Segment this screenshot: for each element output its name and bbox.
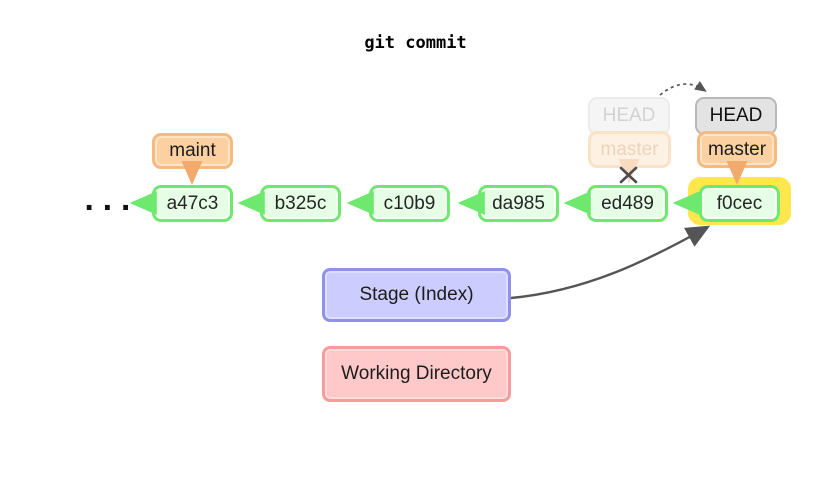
commit-node-b325c: b325c bbox=[260, 185, 341, 222]
head-ref: HEAD bbox=[695, 97, 777, 135]
commit-node-f0cec: f0cec bbox=[699, 185, 780, 222]
working-directory-panel: Working Directory bbox=[322, 346, 511, 402]
commit-node-a47c3: a47c3 bbox=[152, 185, 233, 222]
master-ref: master bbox=[697, 131, 777, 168]
head-ref-previous: HEAD bbox=[588, 97, 670, 135]
commit-node-da985: da985 bbox=[478, 185, 559, 222]
detached-cross-icon bbox=[619, 166, 638, 184]
commit-node-c10b9: c10b9 bbox=[369, 185, 450, 222]
history-ellipsis: ... bbox=[84, 186, 139, 217]
stage-to-commit-arrow bbox=[510, 225, 711, 300]
master-ref-previous: master bbox=[588, 131, 671, 168]
stage-index-panel: Stage (Index) bbox=[322, 268, 511, 322]
diagram-title: git commit bbox=[364, 33, 467, 53]
head-move-dashed-arrow bbox=[659, 81, 707, 96]
commit-node-ed489: ed489 bbox=[587, 185, 668, 222]
maint-ref: maint bbox=[152, 133, 233, 169]
